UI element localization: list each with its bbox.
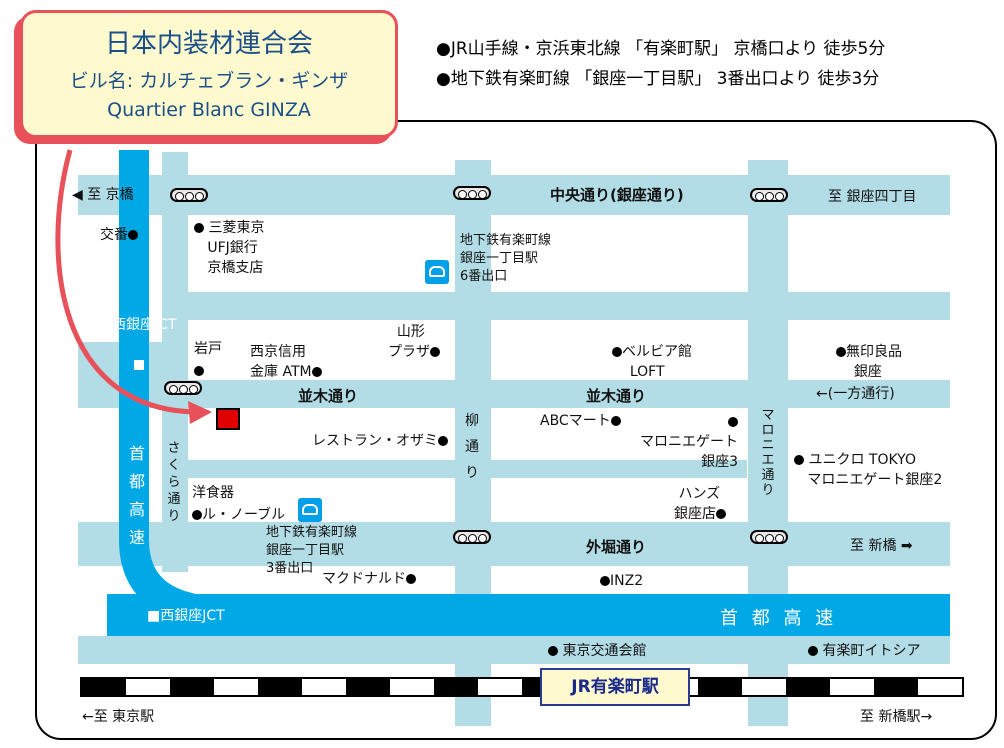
dir-oneway: ←(一方通行) [816, 386, 895, 402]
place-ozami: レストラン・オザミ [312, 432, 448, 450]
place-uniqlo: ユニクロ TOKYO マロニエゲート銀座2 [794, 450, 942, 490]
road-label-namiki: 並木通り [298, 387, 359, 405]
dir-shinbashi-station: 至 新橋駅→ [860, 709, 933, 725]
place-mufg: 三菱東京 UFJ銀行 京橋支店 [194, 218, 264, 278]
road-label-marronnier: マロニエ通り [761, 408, 775, 498]
road-label-chuo: 中央通り(銀座通り) [550, 186, 684, 204]
org-name: 日本内装材連合会 [104, 29, 313, 59]
place-inz2: INZ2 [600, 572, 643, 590]
jr-rail [80, 677, 964, 697]
place-metro-exit-3: 地下鉄有楽町線 銀座一丁目駅 3番出口 [266, 525, 358, 576]
access-metro: ●地下鉄有楽町線 「銀座一丁目駅」 3番出口より 徒歩3分 [436, 69, 880, 89]
signal-icon [453, 186, 491, 200]
expressway-h [107, 594, 950, 636]
signal-icon [750, 188, 788, 202]
callout-arrowhead [188, 401, 212, 424]
place-belbia: ベルビア館 LOFT [612, 342, 692, 382]
road-sakura [162, 152, 188, 572]
access-jr: ●JR山手線・京浜東北線 「有楽町駅」 京橋口より 徒歩5分 [436, 39, 886, 59]
road-alley-1 [187, 292, 950, 320]
callout-box: 日本内装材連合会 ビル名: カルチェブラン・ギンザ Quartier Blanc… [20, 10, 398, 138]
road-label-yanagi: 柳通り [465, 413, 479, 481]
station-label: JR有楽町駅 [571, 677, 659, 697]
signal-icon [750, 530, 788, 544]
jct-marker [134, 360, 144, 370]
place-koban: 交番 [100, 226, 138, 244]
place-abc: ABCマート [540, 412, 621, 430]
jct-label: 西銀座JCT [112, 316, 176, 334]
building-name: ビル名: カルチェブラン・ギンザ [69, 70, 349, 92]
dir-kyobashi: ◀ 至 京橋 [72, 187, 134, 203]
place-marronnier-gate: マロニエゲート 銀座3 [640, 412, 738, 472]
road-label-sakura: さくら通り [167, 441, 181, 524]
road-label-sotobori: 外堀通り [586, 538, 647, 556]
place-mcdonalds: マクドナルド [322, 570, 416, 588]
jct-text: 西銀座JCT [112, 317, 177, 333]
signal-icon [453, 530, 491, 544]
road-label-expressway: 首 都 高 速 [720, 608, 838, 629]
place-yamagata: 山形 プラザ [388, 322, 440, 362]
road-bottom [78, 636, 950, 664]
road-label-namiki-2: 並木通り [586, 387, 647, 405]
station-box[interactable]: JR有楽町駅 [540, 668, 690, 706]
jct-label-2: ■西銀座JCT [147, 608, 225, 624]
place-nishikyo: 西京信用 金庫 ATM [250, 342, 322, 382]
building-name-en: Quartier Blanc GINZA [107, 99, 311, 121]
callout-arrow [55, 149, 197, 415]
road-chuo [78, 175, 950, 215]
place-hands: ハンズ 銀座店 [674, 484, 726, 524]
map-frame [35, 120, 997, 740]
place-lunoble: 洋食器 ル・ノーブル [192, 485, 286, 523]
place-itocia: 有楽町イトシア [808, 642, 920, 660]
road-namiki [78, 380, 950, 408]
target-building[interactable] [216, 408, 240, 430]
signal-icon [170, 188, 208, 202]
metro-icon [425, 260, 449, 284]
place-muji: 無印良品 銀座 [836, 342, 902, 382]
dir-shinbashi: 至 新橋 ➡ [850, 538, 913, 554]
road-sotobori [78, 522, 950, 566]
dir-ginza4: 至 銀座四丁目 [828, 189, 917, 205]
signal-icon [164, 381, 202, 395]
dir-tokyo-station: ←至 東京駅 [82, 709, 155, 725]
metro-icon [298, 498, 322, 522]
place-metro-exit-6: 地下鉄有楽町線 銀座一丁目駅 6番出口 [460, 233, 552, 284]
place-kotsu-kaikan: 東京交通会館 [548, 642, 646, 660]
place-iwato: 岩戸 [194, 338, 222, 382]
road-label-expressway-v: 首都高速 [128, 444, 145, 547]
